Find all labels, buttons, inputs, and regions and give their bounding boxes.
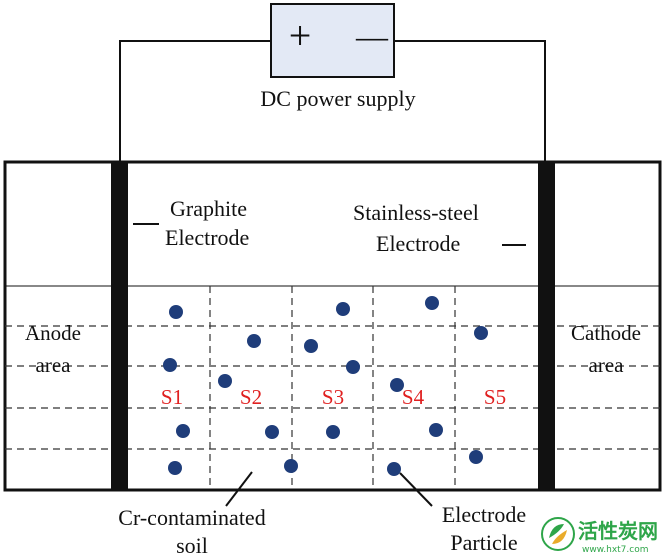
cathode-area-label: Cathode area <box>571 321 641 377</box>
watermark-logo-icon <box>541 517 575 551</box>
electrode-particle <box>247 334 261 348</box>
anode-area-label: Anode area <box>25 321 81 377</box>
particle-label-line1: Electrode <box>442 502 526 527</box>
graphite-label-line1: Graphite <box>170 196 247 221</box>
soil-label: Cr-contaminated soil <box>118 505 265 558</box>
electrode-particle <box>218 374 232 388</box>
electrode-particle <box>284 459 298 473</box>
anode-label-line2: area <box>36 353 72 377</box>
stainless-label-line1: Stainless-steel <box>353 200 479 225</box>
power-supply-label: DC power supply <box>260 86 415 111</box>
dc-power-supply: + — DC power supply <box>260 3 416 111</box>
watermark: 活性炭网 www.hxt7.com <box>541 517 658 555</box>
particle-label: Electrode Particle <box>442 502 526 555</box>
electrode-particle <box>474 326 488 340</box>
electrode-particle <box>265 425 279 439</box>
electrode-particle <box>336 302 350 316</box>
section-label-s4: S4 <box>402 385 425 409</box>
cathode-label-line1: Cathode <box>571 321 641 345</box>
soil-pointer-line <box>225 471 253 507</box>
section-label-s2: S2 <box>240 385 262 409</box>
battery-plus-sign: + <box>289 13 312 58</box>
electrode-particle <box>429 423 443 437</box>
electrode-particle <box>176 424 190 438</box>
stainless-electrode-label: Stainless-steel Electrode <box>353 200 526 256</box>
watermark-name: 活性炭网 <box>578 519 658 543</box>
watermark-url: www.hxt7.com <box>582 545 649 555</box>
particle-pointer-line <box>399 472 433 507</box>
electrode-particle <box>326 425 340 439</box>
battery-minus-sign: — <box>355 18 389 54</box>
anode-label-line1: Anode <box>25 321 81 345</box>
electrode-particle <box>390 378 404 392</box>
section-label-s1: S1 <box>161 385 183 409</box>
electrode-particle <box>168 461 182 475</box>
cathode-label-line2: area <box>589 353 625 377</box>
graphite-electrode-label: Graphite Electrode <box>133 196 249 250</box>
battery-box <box>270 3 395 78</box>
electrode-particle <box>346 360 360 374</box>
electrode-particle <box>163 358 177 372</box>
electrode-particle <box>469 450 483 464</box>
stainless-steel-electrode-plate <box>538 162 555 490</box>
section-label-s5: S5 <box>484 385 506 409</box>
electrode-particle <box>169 305 183 319</box>
section-labels: S1 S2 S3 S4 S5 <box>161 385 506 409</box>
electrode-particle <box>425 296 439 310</box>
soil-tank <box>3 160 662 492</box>
section-label-s3: S3 <box>322 385 344 409</box>
stainless-label-line2: Electrode <box>376 231 460 256</box>
soil-label-line1: Cr-contaminated <box>118 505 265 530</box>
electrode-particles <box>163 296 488 476</box>
electrode-particle <box>387 462 401 476</box>
graphite-electrode-plate <box>111 162 128 490</box>
electrode-particle <box>304 339 318 353</box>
graphite-label-line2: Electrode <box>165 225 249 250</box>
particle-label-line2: Particle <box>450 530 517 555</box>
soil-label-line2: soil <box>176 533 208 558</box>
vertical-section-lines <box>209 286 456 490</box>
circuit-wires <box>119 40 546 162</box>
